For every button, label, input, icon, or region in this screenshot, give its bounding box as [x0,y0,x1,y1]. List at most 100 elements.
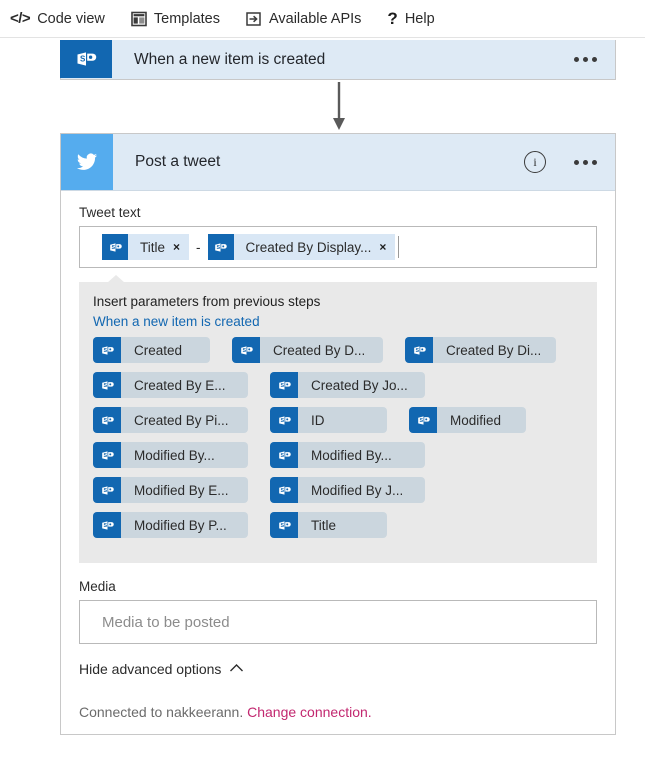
parameter-token-row: S Created By Pi... S ID S Modified [93,407,583,433]
parameter-token-label: Modified By... [311,447,392,463]
svg-text:S: S [280,453,284,459]
svg-text:S: S [419,418,423,424]
sharepoint-token-icon: S [270,407,298,433]
action-step-more-menu[interactable] [574,159,597,165]
down-arrow-icon [333,82,345,130]
sharepoint-token-icon: S [102,234,128,260]
change-connection-link[interactable]: Change connection. [247,704,372,720]
ellipsis-dot [592,57,597,62]
step-connector [332,82,346,132]
twitter-icon [61,134,113,190]
ellipsis-dot [592,159,597,165]
media-label: Media [79,579,116,594]
svg-text:S: S [415,348,419,354]
tweet-text-input[interactable]: S Title × - S [79,226,597,268]
parameter-token-label: Title [311,517,337,533]
svg-text:S: S [80,54,86,63]
sharepoint-token-icon: S [232,337,260,363]
sharepoint-token-icon: S [405,337,433,363]
token-remove-icon[interactable]: × [173,240,181,254]
parameter-token-label: Created By Jo... [311,377,408,393]
panel-notch [107,275,125,283]
svg-text:S: S [217,245,221,251]
parameter-token[interactable]: S Created By Jo... [270,372,425,398]
toolbar-item-templates[interactable]: Templates [131,11,220,27]
svg-text:S: S [280,488,284,494]
parameter-token-label: ID [311,412,325,428]
trigger-step-card[interactable]: S When a new item is created [60,40,616,80]
parameter-token[interactable]: S Created [93,337,210,363]
help-icon: ? [387,9,398,28]
trigger-step-more-menu[interactable] [574,57,597,62]
tweet-text-separator: - [196,239,201,255]
sharepoint-token-icon: S [270,442,298,468]
text-cursor [398,236,400,258]
parameter-token[interactable]: S Modified [409,407,526,433]
parameter-token[interactable]: S ID [270,407,387,433]
parameter-token[interactable]: S Title [270,512,387,538]
connection-status: Connected to nakkeerann. Change connecti… [79,704,597,734]
parameter-token[interactable]: S Created By D... [232,337,383,363]
token-created-by-display[interactable]: S Created By Display... × [207,234,396,260]
sharepoint-token-icon: S [93,407,121,433]
media-input[interactable]: Media to be posted [79,600,597,644]
parameter-token-label: Created By D... [273,342,366,358]
token-remove-icon[interactable]: × [379,240,387,254]
sharepoint-token-icon: S [270,512,298,538]
svg-text:S: S [280,418,284,424]
svg-text:S: S [103,418,107,424]
sharepoint-token-icon: S [93,337,121,363]
svg-text:S: S [103,383,107,389]
token-title[interactable]: S Title × [102,234,190,260]
action-step-title: Post a tweet [135,153,221,170]
parameter-picker-source-step[interactable]: When a new item is created [93,314,260,329]
svg-text:S: S [103,488,107,494]
parameter-picker-heading: Insert parameters from previous steps [93,294,321,309]
parameter-token[interactable]: S Created By Pi... [93,407,248,433]
templates-icon [131,11,147,27]
parameter-token[interactable]: S Modified By... [270,442,425,468]
action-step-body: Tweet text S Title × - [61,191,615,734]
toolbar-item-available-apis-label: Available APIs [268,10,362,27]
svg-text:S: S [103,453,107,459]
toolbar-item-help[interactable]: ? Help [387,10,434,27]
code-view-icon: </> [10,10,31,27]
toolbar-item-help-label: Help [404,10,435,27]
parameter-token[interactable]: S Modified By P... [93,512,248,538]
svg-text:S: S [103,523,107,529]
toolbar-item-available-apis[interactable]: Available APIs [246,11,361,27]
sharepoint-token-icon: S [93,477,121,503]
svg-text:S: S [111,245,115,251]
toolbar-item-code-view-label: Code view [37,10,105,27]
parameter-token-label: Modified [450,412,502,428]
svg-text:S: S [242,348,246,354]
toolbar-item-code-view[interactable]: </> Code view [10,10,105,27]
info-icon[interactable]: i [524,151,546,173]
ellipsis-dot [583,159,588,165]
sharepoint-token-icon: S [270,372,298,398]
token-label: Created By Display... [245,239,372,255]
parameter-token-label: Created [134,342,183,358]
ellipsis-dot [574,159,579,165]
action-step-header[interactable]: Post a tweet i [61,134,615,191]
parameter-token-label: Modified By P... [134,517,227,533]
advanced-options-toggle[interactable]: Hide advanced options [79,660,597,684]
available-apis-icon [246,11,262,27]
sharepoint-token-icon: S [270,477,298,503]
svg-text:S: S [103,348,107,354]
tweet-text-label: Tweet text [79,205,141,220]
ellipsis-dot [583,57,588,62]
top-toolbar: </> Code view Templates [0,0,645,38]
trigger-step-title: When a new item is created [134,50,326,68]
sharepoint-token-icon: S [93,372,121,398]
svg-text:S: S [280,523,284,529]
parameter-token-label: Created By Pi... [134,412,229,428]
